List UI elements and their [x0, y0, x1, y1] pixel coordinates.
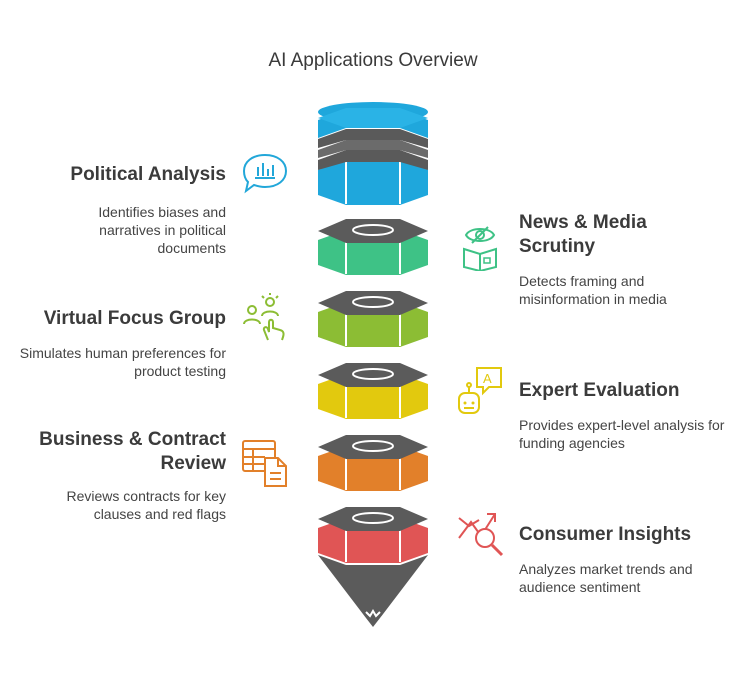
item-desc-consumer-insights: Analyzes market trends and audience sent… — [519, 561, 693, 595]
diagram-title: AI Applications Overview — [268, 50, 478, 71]
stack-segment-red — [318, 507, 428, 563]
item-desc-news-media-scrutiny: Detects framing and misinformation in me… — [519, 273, 667, 307]
item-desc-expert-evaluation: Provides expert-level analysis for fundi… — [519, 417, 725, 451]
item-desc-business-contract-review: Reviews contracts for key clauses and re… — [66, 488, 227, 522]
eye-book-icon — [463, 226, 497, 271]
stack-segment-lime — [318, 291, 428, 347]
stack-segment-blue — [318, 102, 428, 205]
item-title-expert-evaluation: Expert Evaluation — [519, 380, 680, 401]
people-pointer-icon — [243, 293, 285, 341]
item-title-political-analysis: Political Analysis — [70, 164, 226, 185]
chart-speech-bubble-icon — [242, 153, 288, 194]
svg-text:A: A — [483, 371, 492, 386]
stack-segment-orange — [318, 435, 428, 491]
drill-tip — [318, 555, 428, 627]
item-title-business-contract-review: Business & Contract Review — [39, 429, 226, 474]
item-title-consumer-insights: Consumer Insights — [519, 524, 692, 545]
robot-chat-icon: A — [458, 367, 502, 414]
trend-magnifier-icon — [458, 513, 504, 557]
item-title-news-media-scrutiny: News & Media Scrutiny — [519, 212, 647, 257]
stack-segment-yellow — [318, 363, 428, 419]
item-desc-virtual-focus-group: Simulates human preferences for product … — [19, 345, 226, 379]
stack-segment-green — [318, 219, 428, 275]
item-title-virtual-focus-group: Virtual Focus Group — [43, 308, 226, 329]
item-desc-political-analysis: Identifies biases and narratives in poli… — [98, 204, 226, 256]
spreadsheet-document-icon — [242, 440, 287, 487]
